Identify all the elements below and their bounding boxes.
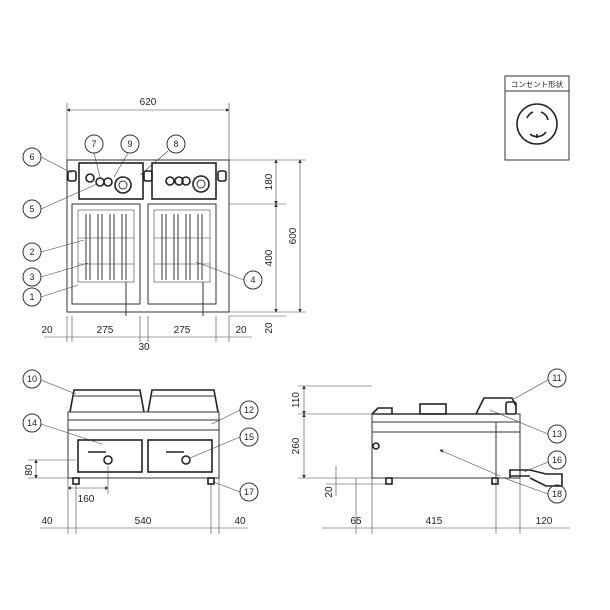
svg-text:14: 14 <box>27 418 37 428</box>
right-oil-tank <box>147 203 217 305</box>
callout-12: 12 <box>211 400 259 425</box>
dim-depth-bottom: 20 <box>264 322 275 334</box>
side-body <box>371 421 521 479</box>
left-oil-tank <box>71 203 141 305</box>
left-heater-element <box>77 209 135 283</box>
dim-side-rear: 120 <box>536 516 553 527</box>
svg-text:13: 13 <box>552 429 562 439</box>
adjustable-foot <box>72 477 80 485</box>
dim-right-margin: 20 <box>235 325 247 336</box>
callout-4: 4 <box>195 261 263 290</box>
dim-front-width: 540 <box>135 516 152 527</box>
outlet-plug-icon <box>516 103 558 145</box>
dim-gap: 30 <box>138 342 150 353</box>
front-view: 80 160 40 540 40 10 12 14 15 17 <box>22 369 259 534</box>
svg-text:6: 6 <box>29 152 34 162</box>
dim-side-front: 65 <box>350 516 362 527</box>
dim-front-right: 40 <box>234 516 246 527</box>
svg-text:3: 3 <box>29 272 34 282</box>
callout-9: 9 <box>113 134 140 178</box>
svg-text:18: 18 <box>552 489 562 499</box>
side-view: 110 260 20 65 415 120 11 13 16 18 <box>291 368 570 534</box>
dim-overall-width: 620 <box>140 97 157 108</box>
callout-18: 18 <box>503 477 567 504</box>
top-view-body <box>66 159 230 313</box>
outlet-shape-label: コンセント形状 <box>511 79 564 89</box>
dim-depth-top: 180 <box>264 173 275 190</box>
top-view: 6 20 <box>22 97 306 353</box>
svg-text:12: 12 <box>244 405 254 415</box>
dim-outlet-offset: 160 <box>78 494 95 505</box>
callout-17: 17 <box>213 481 259 502</box>
side-basket-hook <box>505 401 517 415</box>
dim-front-left: 40 <box>41 516 53 527</box>
svg-text:9: 9 <box>127 139 132 149</box>
dim-body-height: 260 <box>291 437 302 454</box>
callout-8: 8 <box>139 134 186 176</box>
callout-11: 11 <box>511 368 567 401</box>
dim-depth-mid: 400 <box>264 249 275 266</box>
callout-10: 10 <box>22 369 77 395</box>
switch-knob <box>103 177 113 187</box>
outlet-shape-box: コンセント形状 <box>504 75 570 161</box>
dim-tank-left: 275 <box>97 325 114 336</box>
svg-text:2: 2 <box>29 247 34 257</box>
svg-text:15: 15 <box>244 432 254 442</box>
dim-depth-total: 600 <box>288 227 299 244</box>
dim-top-height: 110 <box>291 392 302 408</box>
svg-text:11: 11 <box>552 373 561 383</box>
right-drawer <box>147 439 213 473</box>
drain-valve <box>103 455 113 465</box>
svg-text:7: 7 <box>91 139 96 149</box>
thermostat-knob <box>114 176 132 194</box>
front-body <box>67 419 220 479</box>
indicator-lamp <box>85 173 95 183</box>
right-heater-element <box>153 209 211 283</box>
switch-knob <box>95 177 105 187</box>
svg-text:17: 17 <box>244 487 254 497</box>
power-cord <box>529 469 563 487</box>
svg-text:8: 8 <box>173 139 178 149</box>
dim-side-depth: 415 <box>426 516 443 527</box>
svg-text:10: 10 <box>27 374 37 384</box>
callout-5: 5 <box>22 183 98 219</box>
svg-text:4: 4 <box>250 275 255 285</box>
svg-text:5: 5 <box>29 204 34 214</box>
left-control-panel <box>78 162 144 200</box>
right-control-panel <box>151 162 217 200</box>
callout-15: 15 <box>189 427 259 459</box>
dim-left-margin: 20 <box>41 325 53 336</box>
svg-text:16: 16 <box>552 455 562 465</box>
callout-1: 1 <box>22 284 79 307</box>
callout-16: 16 <box>523 450 567 473</box>
callout-6: 6 <box>22 147 73 174</box>
callout-14: 14 <box>22 413 103 445</box>
callout-3: 3 <box>22 262 89 287</box>
callout-13: 13 <box>489 409 567 444</box>
svg-text:1: 1 <box>29 292 34 302</box>
dim-outlet-height: 80 <box>24 464 35 476</box>
callout-2: 2 <box>22 239 85 262</box>
left-drawer <box>77 439 143 473</box>
basket-hook <box>67 170 77 182</box>
dim-tank-right: 275 <box>174 325 191 336</box>
dim-foot-height: 20 <box>324 486 335 498</box>
callout-7: 7 <box>84 134 104 178</box>
